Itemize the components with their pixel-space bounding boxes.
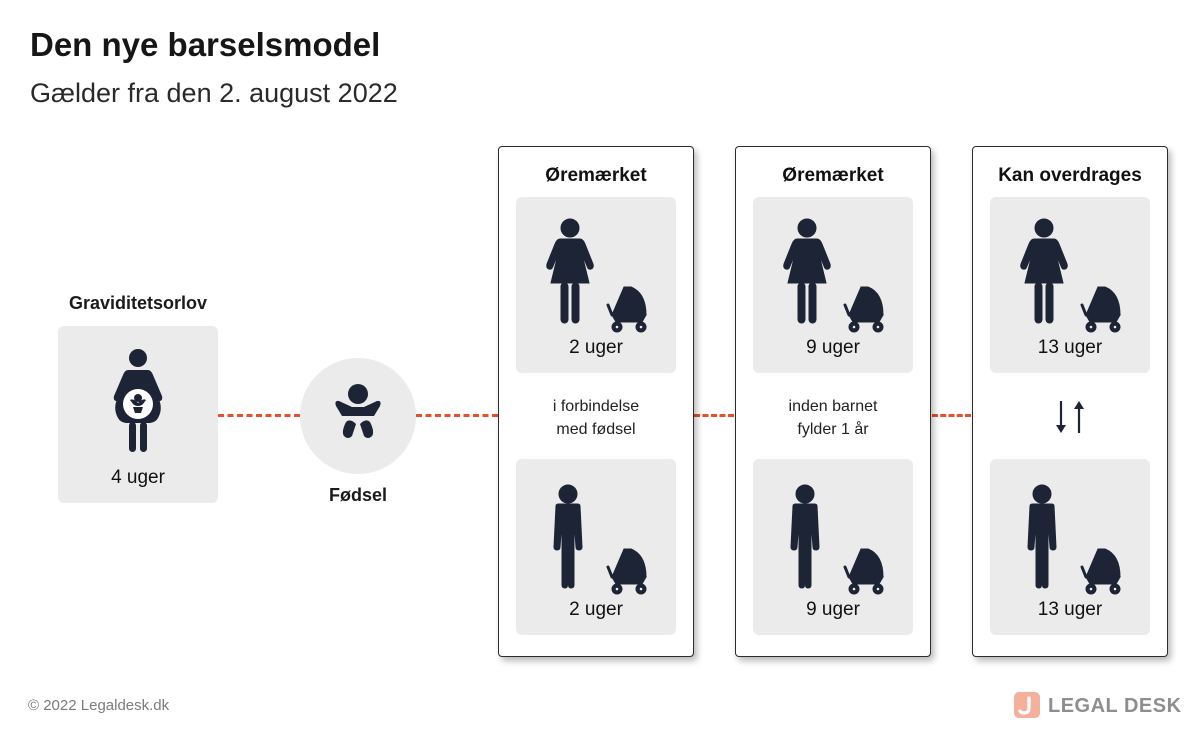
panel-transferable: Kan overdrages 13 uger 13 uger xyxy=(972,146,1168,657)
birth-label: Fødsel xyxy=(328,485,387,505)
pram-icon xyxy=(843,547,885,596)
baby-icon xyxy=(335,384,381,438)
legal-desk-logo-icon xyxy=(1014,692,1040,718)
panel-note-line2: med fødsel xyxy=(556,421,636,438)
mother-icon xyxy=(783,218,831,324)
mother-duration: 13 uger xyxy=(1037,337,1103,358)
connector-panel1-panel2 xyxy=(694,414,734,417)
pregnant-woman-icon xyxy=(113,349,163,452)
pregnancy-leave-heading: Graviditetsorlov xyxy=(68,293,208,313)
mother-icon xyxy=(546,218,594,324)
swap-arrows-icon xyxy=(1056,401,1084,433)
panel-note-line2: fylder 1 år xyxy=(797,421,869,438)
pram-icon xyxy=(606,547,648,596)
father-card: 9 uger xyxy=(753,459,913,635)
panel-heading: Øremærket xyxy=(782,165,884,186)
panel-earmarked-birth: Øremærket 2 uger i forbindelse med fødse… xyxy=(498,146,694,657)
pram-icon xyxy=(1080,547,1122,596)
mother-duration: 9 uger xyxy=(806,337,860,358)
panel-earmarked-first-year: Øremærket 9 uger inden barnet fylder 1 å… xyxy=(735,146,931,657)
birth-circle xyxy=(300,358,416,474)
connector-panel2-panel3 xyxy=(932,414,971,417)
mother-card: 9 uger xyxy=(753,197,913,373)
page-subtitle: Gælder fra den 2. august 2022 xyxy=(30,78,398,108)
pram-icon xyxy=(606,285,648,334)
panel-heading: Kan overdrages xyxy=(998,165,1142,186)
panel-note: inden barnet fylder 1 år xyxy=(736,395,930,441)
page-title: Den nye barselsmodel xyxy=(30,26,381,63)
father-duration: 2 uger xyxy=(569,599,623,620)
panel-note-line1: i forbindelse xyxy=(552,398,640,415)
mother-card: 13 uger xyxy=(990,197,1150,373)
panel-note-line1: inden barnet xyxy=(788,398,878,415)
father-icon xyxy=(790,484,820,589)
father-icon xyxy=(553,484,583,589)
panel-note: i forbindelse med fødsel xyxy=(499,395,693,441)
brand-name: LEGAL DESK xyxy=(1048,695,1182,717)
copyright-text: © 2022 Legaldesk.dk xyxy=(28,697,170,714)
mother-card: 2 uger xyxy=(516,197,676,373)
connector-pregnancy-birth xyxy=(218,414,300,417)
pram-icon xyxy=(1080,285,1122,334)
father-duration: 13 uger xyxy=(1037,599,1103,620)
father-card: 13 uger xyxy=(990,459,1150,635)
father-card: 2 uger xyxy=(516,459,676,635)
pregnancy-leave-duration: 4 uger xyxy=(111,467,165,488)
pregnancy-leave-card: 4 uger xyxy=(58,326,218,503)
father-duration: 9 uger xyxy=(806,599,860,620)
father-icon xyxy=(1027,484,1057,589)
pram-icon xyxy=(843,285,885,334)
mother-icon xyxy=(1020,218,1068,324)
connector-birth-panel1 xyxy=(416,414,498,417)
panel-heading: Øremærket xyxy=(545,165,647,186)
mother-duration: 2 uger xyxy=(569,337,623,358)
